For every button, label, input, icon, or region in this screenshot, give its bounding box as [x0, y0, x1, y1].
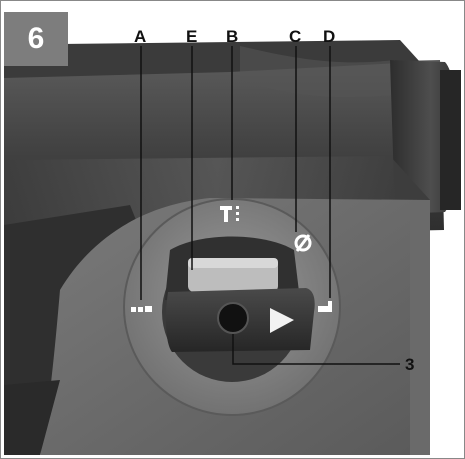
leader-3 — [232, 334, 400, 365]
top-ridge — [4, 40, 420, 78]
hammer-drill-icon — [220, 206, 239, 222]
base-dark — [4, 380, 60, 455]
leader-lines — [140, 46, 400, 365]
callout-b: B — [226, 27, 239, 46]
release-button-rim — [217, 302, 249, 334]
lower-right-edge — [410, 200, 430, 455]
chisel-dot-icon — [131, 306, 152, 312]
callout-d: D — [323, 27, 336, 46]
nose-cap — [440, 70, 461, 210]
knob-grip-highlight — [188, 258, 278, 268]
callout-3: 3 — [405, 355, 415, 374]
step-number-badge: 6 — [4, 12, 68, 66]
callout-e: E — [186, 27, 198, 46]
rotation-stop-icon — [294, 234, 312, 252]
callout-a: A — [134, 27, 147, 46]
chisel-icon — [318, 301, 332, 312]
play-arrow-icon — [270, 308, 294, 333]
callout-c: C — [289, 27, 302, 46]
top-highlight — [240, 46, 395, 98]
release-button-icon — [218, 303, 248, 333]
